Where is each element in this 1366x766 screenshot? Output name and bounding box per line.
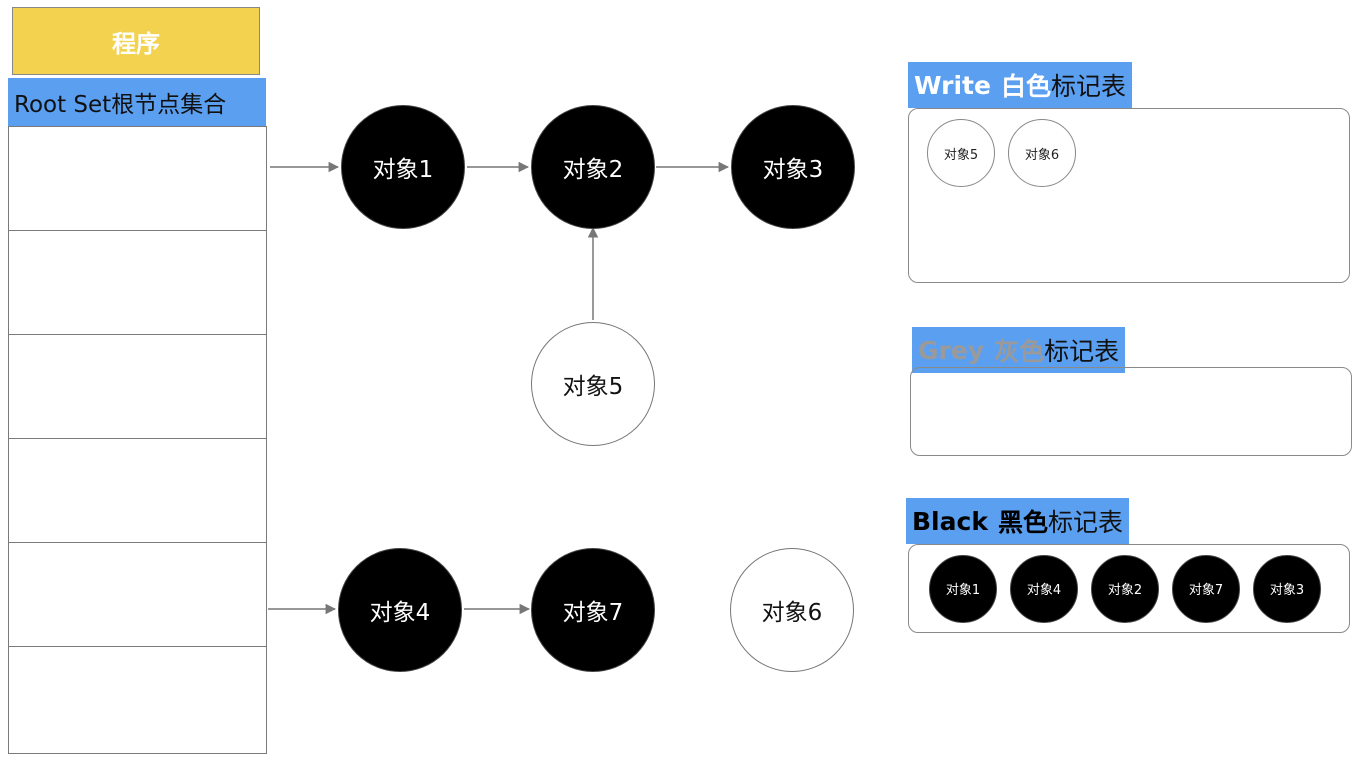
root-set-column: [8, 126, 267, 754]
table-object-chip: 对象3: [1253, 554, 1321, 623]
white-table-title: Write 白色 标记表: [908, 62, 1132, 108]
black-table-title-rest: 标记表: [1047, 508, 1123, 537]
table-object-chip: 对象5: [927, 119, 995, 187]
table-object-chip: 对象6: [1008, 119, 1076, 187]
table-object-chip: 对象4: [1010, 554, 1078, 623]
black-table-title-cn: 黑色: [997, 508, 1048, 537]
white-table-title-en: Write: [914, 70, 991, 100]
root-set-cell: [9, 543, 266, 647]
grey-table-title: Grey 灰色 标记表: [912, 327, 1126, 373]
grey-table-title-rest: 标记表: [1044, 337, 1120, 366]
object-node-6: 对象6: [730, 548, 854, 672]
root-set-cell: [9, 127, 266, 231]
root-set-cell: [9, 335, 266, 439]
object-node-7: 对象7: [531, 548, 655, 672]
root-set-header: Root Set根节点集合: [8, 78, 266, 126]
grey-table-title-en: Grey: [918, 335, 985, 365]
grey-table-title-cn: 灰色: [994, 337, 1045, 366]
object-node-4: 对象4: [338, 548, 462, 672]
object-node-2: 对象2: [531, 105, 655, 229]
table-object-chip: 对象7: [1172, 554, 1240, 623]
table-object-chip: 对象1: [929, 554, 997, 623]
object-node-5: 对象5: [531, 322, 655, 446]
grey-mark-table: [910, 367, 1352, 456]
program-label: 程序: [12, 7, 260, 75]
white-table-title-rest: 标记表: [1050, 72, 1126, 101]
black-table-title: Black 黑色 标记表: [906, 498, 1129, 544]
object-node-3: 对象3: [731, 105, 855, 229]
root-set-cell: [9, 231, 266, 335]
table-object-chip: 对象2: [1091, 554, 1159, 623]
object-node-1: 对象1: [341, 105, 465, 229]
root-set-cell: [9, 647, 266, 751]
white-table-title-cn: 白色: [1000, 72, 1051, 101]
black-table-title-en: Black: [912, 506, 988, 536]
root-set-cell: [9, 439, 266, 543]
